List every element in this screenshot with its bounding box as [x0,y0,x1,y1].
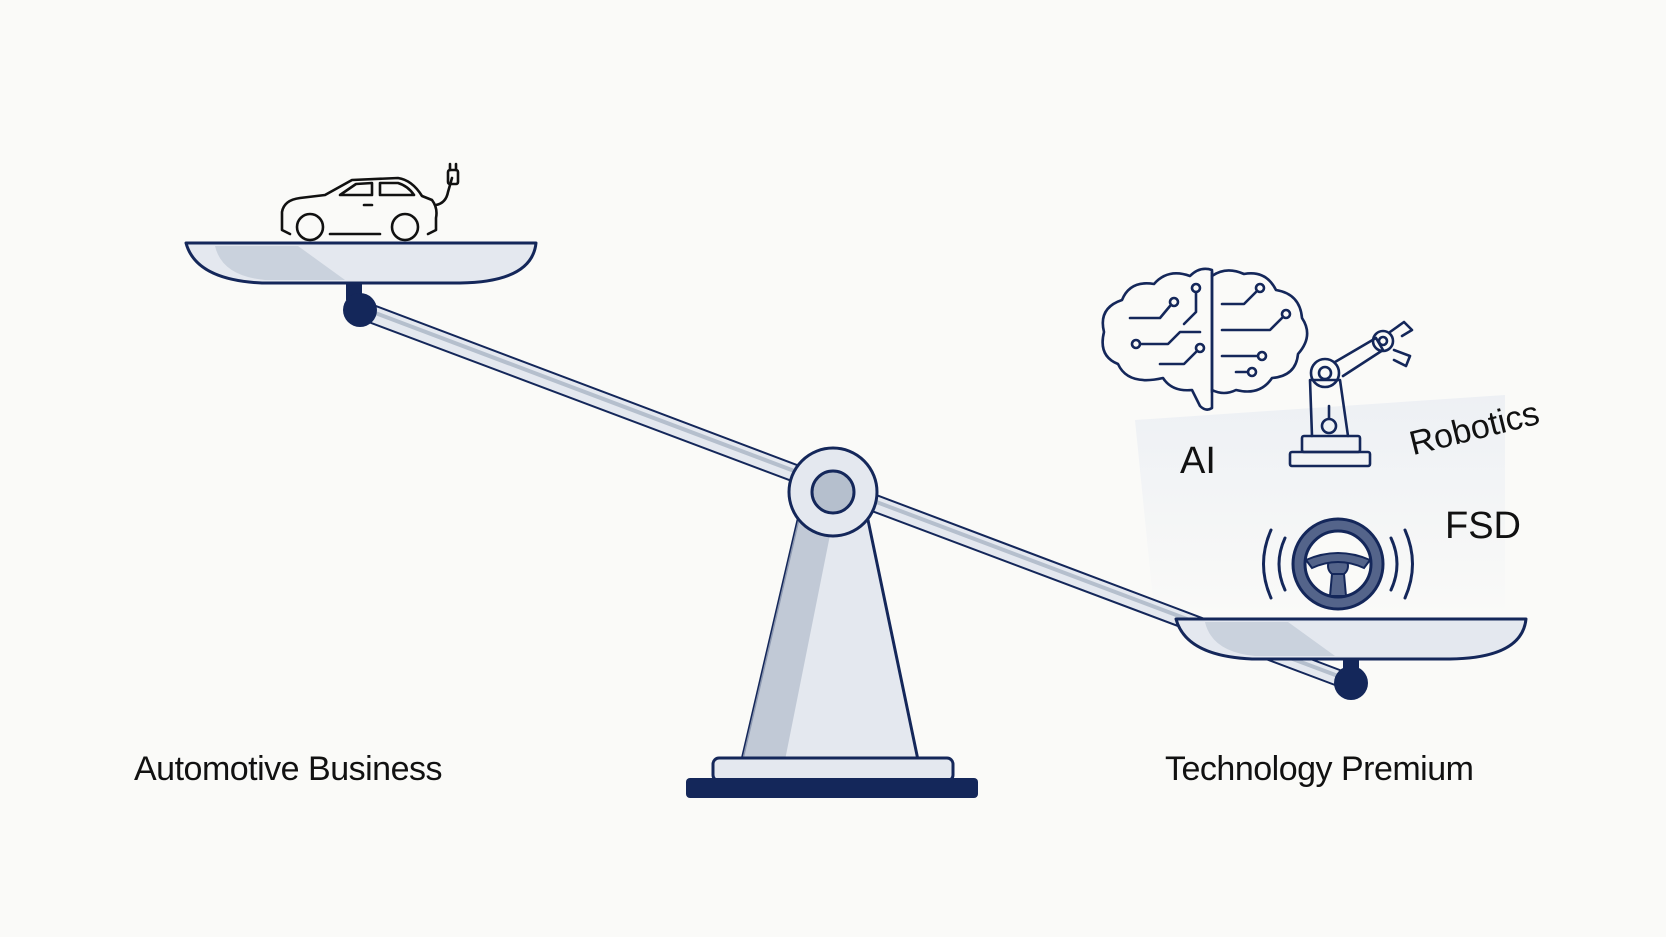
scale-stand [686,518,978,798]
fsd-label: FSD [1445,505,1521,547]
electric-car-icon [280,162,460,242]
right-pan [1174,617,1528,700]
steering-wheel-icon [1262,517,1414,611]
ai-label: AI [1180,440,1216,482]
automotive-business-label: Automotive Business [134,750,443,788]
technology-premium-label: Technology Premium [1165,750,1474,788]
robotic-arm-icon [1288,320,1414,468]
left-pan [184,241,538,327]
brain-circuit-icon [1101,267,1309,411]
scale-pivot [787,446,879,538]
